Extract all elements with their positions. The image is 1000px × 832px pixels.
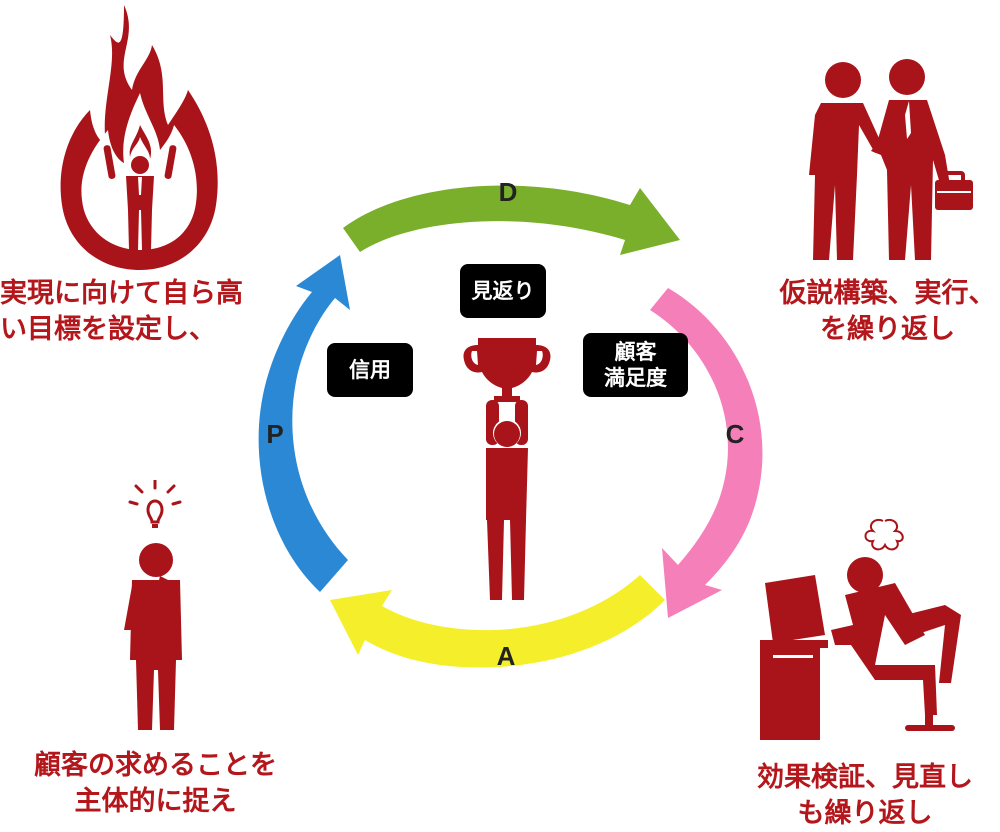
- handshake-icon: [809, 59, 973, 260]
- trophy-winner-icon: [463, 338, 551, 600]
- caption-bottom-right: 効果検証、見直し も繰り返し: [745, 760, 985, 832]
- plan-arrow: [258, 255, 350, 592]
- caption-top-right-line1: 仮説構築、実行、: [779, 278, 996, 309]
- caption-top-right: 仮説構築、実行、 を繰り返し: [775, 276, 1000, 348]
- check-arrow: [650, 288, 763, 618]
- act-arrow: [330, 575, 665, 668]
- tag-shinyo-label: 信用: [349, 358, 391, 382]
- caption-bottom-left-line2: 主体的に捉え: [74, 786, 237, 817]
- caption-top-left-line2: い目標を設定し、: [0, 314, 216, 345]
- caption-bottom-right-line2: も繰り返し: [797, 798, 933, 829]
- tag-customer-satisfaction: 顧客 満足度: [583, 333, 688, 397]
- fire-person-icon: [60, 5, 218, 270]
- tag-mikaeri: 見返り: [460, 264, 546, 318]
- act-letter: A: [497, 641, 516, 671]
- caption-bottom-left: 顧客の求めることを 主体的に捉え: [28, 748, 283, 820]
- idea-person-icon: [124, 480, 182, 730]
- check-letter: C: [726, 419, 745, 449]
- tag-satisfaction-line2: 満足度: [604, 366, 667, 390]
- caption-bottom-left-line1: 顧客の求めることを: [34, 750, 277, 781]
- desk-worker-icon: [760, 519, 961, 740]
- do-letter: D: [499, 177, 518, 207]
- caption-top-right-line2: を繰り返し: [820, 314, 955, 345]
- do-arrow: [343, 185, 680, 255]
- caption-top-left-line1: 実現に向けて自ら高: [0, 278, 243, 309]
- tag-satisfaction-line1: 顧客: [614, 340, 657, 364]
- plan-letter: P: [266, 419, 283, 449]
- caption-bottom-right-line1: 効果検証、見直し: [757, 762, 973, 793]
- tag-mikaeri-label: 見返り: [471, 279, 535, 303]
- tag-shinyo: 信用: [327, 343, 413, 397]
- caption-top-left: 実現に向けて自ら高 い目標を設定し、: [0, 276, 243, 348]
